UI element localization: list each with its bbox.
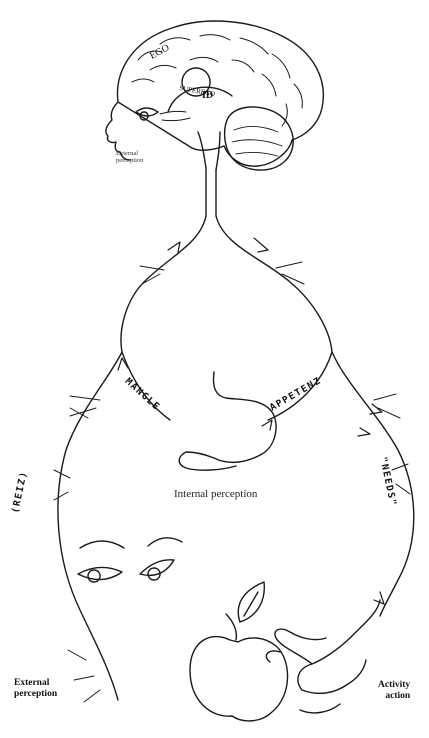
apple-leaf <box>238 582 264 622</box>
internal-perception-label: Internal perception <box>174 488 257 500</box>
nerve-network <box>54 168 414 702</box>
cerebellum <box>225 107 294 170</box>
spinal-cord-left <box>58 168 206 700</box>
apple-stem <box>226 614 236 640</box>
stomach <box>179 372 276 470</box>
head-eye <box>136 108 158 120</box>
external-perception-small-label: External perception <box>116 150 143 164</box>
external-perception-label: External perception <box>14 678 57 700</box>
activity-action-label: Activity action <box>378 680 410 702</box>
left-eye <box>78 541 124 582</box>
id-label: ID <box>202 90 213 101</box>
optic-nerve <box>160 111 190 120</box>
branches <box>54 262 410 702</box>
arrows <box>118 238 384 604</box>
apple-body <box>190 637 288 721</box>
spinal-cord-right <box>216 170 414 616</box>
cerebellum-lines <box>232 126 282 156</box>
face-eyes <box>78 538 182 582</box>
brain-stem <box>198 132 220 170</box>
right-eye <box>140 538 182 580</box>
